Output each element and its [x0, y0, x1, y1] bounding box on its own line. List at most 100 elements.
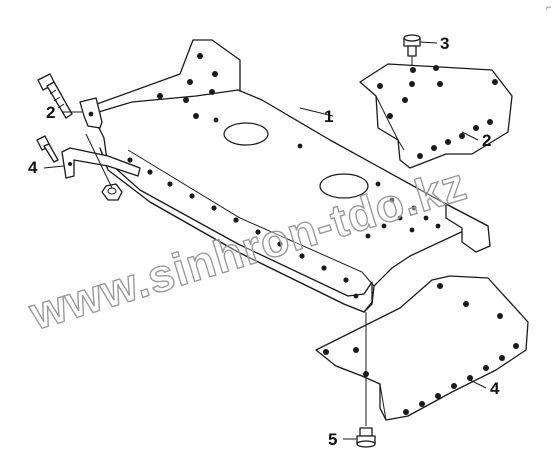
hole [437, 81, 443, 87]
leader-4a [43, 165, 65, 169]
bracket-right-fold [375, 95, 405, 151]
leader-3 [419, 41, 438, 44]
bracket-part-4-right [315, 275, 529, 421]
leader-2b [461, 131, 479, 141]
hole [377, 83, 383, 89]
bolt5-head-bottom [356, 440, 376, 448]
frame-side-flange [99, 147, 373, 313]
hole [463, 301, 469, 307]
hole [423, 215, 429, 221]
hole [417, 153, 423, 159]
bolt5-shank [359, 427, 373, 437]
bolt3-shank [407, 45, 417, 57]
cutout-front [319, 173, 369, 199]
hole [431, 145, 437, 151]
hole [321, 265, 327, 271]
hole [435, 223, 441, 229]
bracket-part-2-right [359, 63, 513, 169]
nut-left [85, 133, 123, 201]
hole [297, 143, 303, 149]
cutout-rear [223, 122, 269, 146]
hole [365, 233, 371, 239]
hole [402, 97, 408, 103]
bolt3-head-top [403, 34, 421, 42]
hole [410, 67, 416, 73]
callout-5: 5 [328, 430, 337, 449]
hole [397, 215, 403, 221]
hole [459, 133, 465, 139]
hole [147, 169, 153, 175]
hole [483, 365, 489, 371]
bolt-part-5 [356, 312, 376, 448]
hole [437, 283, 443, 289]
hole [387, 113, 393, 119]
hole [419, 401, 425, 407]
hole [189, 193, 195, 199]
callout-4-right: 4 [490, 379, 500, 398]
corner-mark: ⌐ [546, 2, 551, 12]
callouts: 1 2 2 3 4 4 5 [28, 34, 500, 449]
hole [492, 79, 498, 85]
hole [353, 347, 359, 353]
hole [343, 277, 349, 283]
hole [323, 349, 329, 355]
leader-4b [469, 379, 487, 389]
hole [212, 71, 218, 77]
hole [499, 355, 505, 361]
hole [127, 157, 133, 163]
callout-2-left: 2 [46, 103, 55, 122]
hole [433, 65, 439, 71]
small-bolt-shank [43, 143, 59, 163]
hole [409, 227, 415, 233]
nut-axis-line [85, 133, 113, 189]
callout-2-right: 2 [482, 131, 491, 150]
clamp-left [61, 147, 141, 179]
hole [353, 293, 359, 299]
callout-4-left: 4 [28, 158, 38, 177]
hole [389, 197, 395, 203]
bolt-part-3 [403, 34, 421, 66]
hole [187, 79, 193, 85]
hole [88, 111, 94, 117]
hole [451, 383, 457, 389]
hole [375, 181, 381, 187]
hole [403, 409, 409, 415]
hole [497, 313, 503, 319]
hole [209, 89, 215, 95]
hole [381, 223, 387, 229]
hole [487, 119, 493, 125]
leader-1 [299, 107, 334, 117]
main-frame-part-1 [91, 39, 491, 313]
leader-lines [43, 41, 487, 440]
nut-body [101, 183, 123, 201]
frame-fold-line [127, 149, 375, 287]
hole [435, 393, 441, 399]
hole [167, 181, 173, 187]
small-bolt-left [36, 135, 59, 163]
hole [513, 343, 519, 349]
hole [277, 241, 283, 247]
bolt-thread [49, 89, 65, 109]
hole [255, 229, 261, 235]
bolt-upper-left [37, 73, 73, 119]
hole [411, 205, 417, 211]
hole [409, 81, 415, 87]
hole [183, 97, 189, 103]
bracket-part-2-left [79, 97, 103, 129]
hole [193, 113, 199, 119]
hole [211, 205, 217, 211]
hole [467, 375, 473, 381]
clamp-part-4-left [61, 147, 141, 179]
callout-3: 3 [440, 34, 449, 53]
hole [213, 117, 219, 123]
hole [445, 139, 451, 145]
hole [233, 217, 239, 223]
hole [473, 125, 479, 131]
hole [299, 253, 305, 259]
callout-1: 1 [324, 107, 333, 126]
frame-end-tab [445, 203, 491, 253]
hole [68, 162, 72, 166]
bracket-lower-fold [335, 365, 387, 421]
